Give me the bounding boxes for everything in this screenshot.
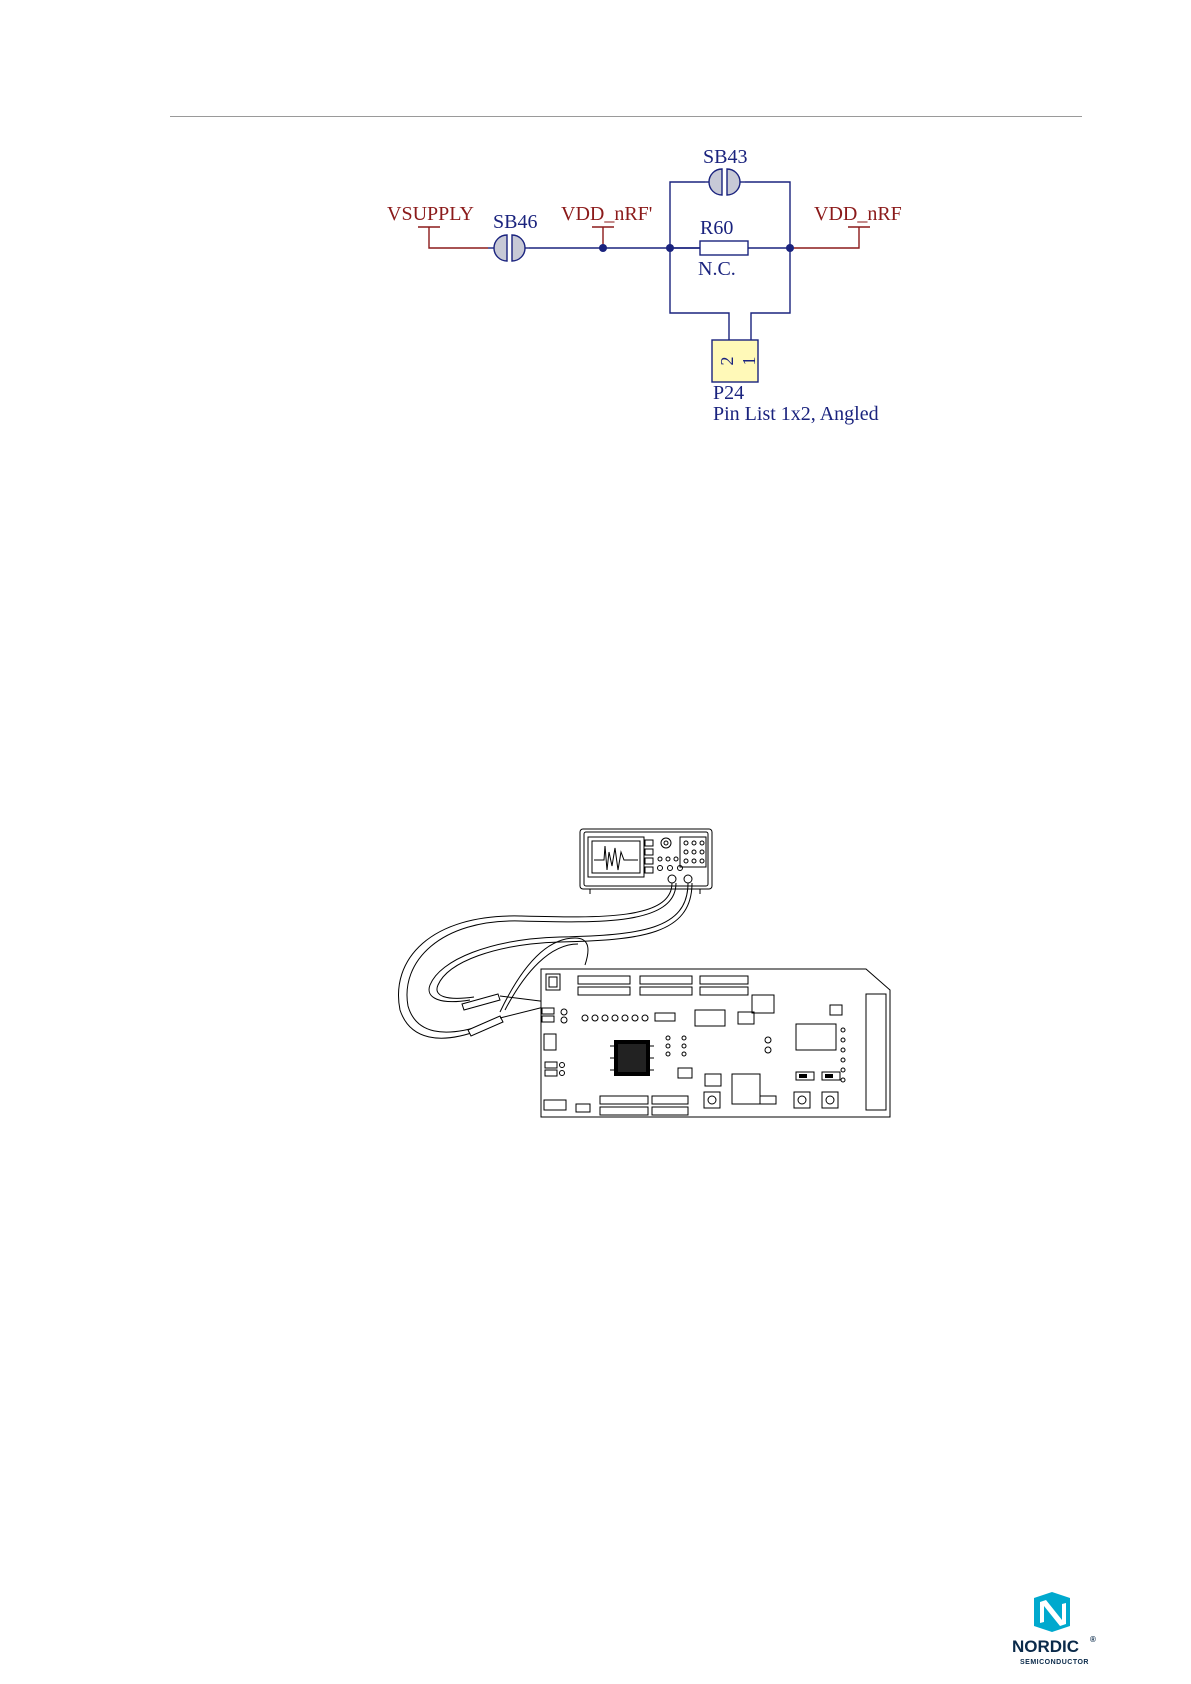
development-board-icon bbox=[541, 969, 890, 1117]
p24-label: P24 bbox=[713, 382, 744, 404]
microcontroller-chip-icon bbox=[610, 1040, 654, 1076]
nordic-semiconductor-logo: NORDIC ® SEMICONDUCTOR bbox=[1000, 1592, 1100, 1672]
logo-name: NORDIC bbox=[1012, 1637, 1079, 1656]
net-label-vsupply: VSUPPLY bbox=[387, 203, 474, 225]
r60-resistor-icon bbox=[700, 241, 748, 255]
net-label-vdd-nrf-prime: VDD_nRF' bbox=[561, 203, 652, 225]
sb43-label: SB43 bbox=[703, 146, 747, 168]
nordic-logo-icon bbox=[1034, 1592, 1070, 1632]
p24-pin1-number: 1 bbox=[739, 357, 759, 366]
net-label-vdd-nrf: VDD_nRF bbox=[814, 203, 902, 225]
measurement-setup-figure bbox=[399, 829, 891, 1117]
logo-tagline: SEMICONDUCTOR bbox=[1020, 1659, 1089, 1666]
junction-dot bbox=[786, 244, 794, 252]
schematic-diagram: VSUPPLY VDD_nRF' VDD_nRF SB46 bbox=[387, 146, 902, 425]
vsupply-stub bbox=[418, 227, 488, 248]
vdd-nrf-stub bbox=[790, 227, 870, 248]
wire-p24-pin1 bbox=[751, 248, 790, 340]
sb46-solder-bridge-icon bbox=[488, 235, 529, 261]
sb43-solder-bridge-icon bbox=[705, 169, 745, 195]
p24-description: Pin List 1x2, Angled bbox=[713, 403, 879, 425]
r60-label: R60 bbox=[700, 217, 733, 239]
r60-value: N.C. bbox=[698, 258, 736, 280]
junction-dot bbox=[666, 244, 674, 252]
logo-registered-mark: ® bbox=[1090, 1635, 1096, 1644]
p24-pin2-number: 2 bbox=[717, 357, 737, 366]
junction-dot bbox=[599, 244, 607, 252]
sb46-label: SB46 bbox=[493, 211, 537, 233]
